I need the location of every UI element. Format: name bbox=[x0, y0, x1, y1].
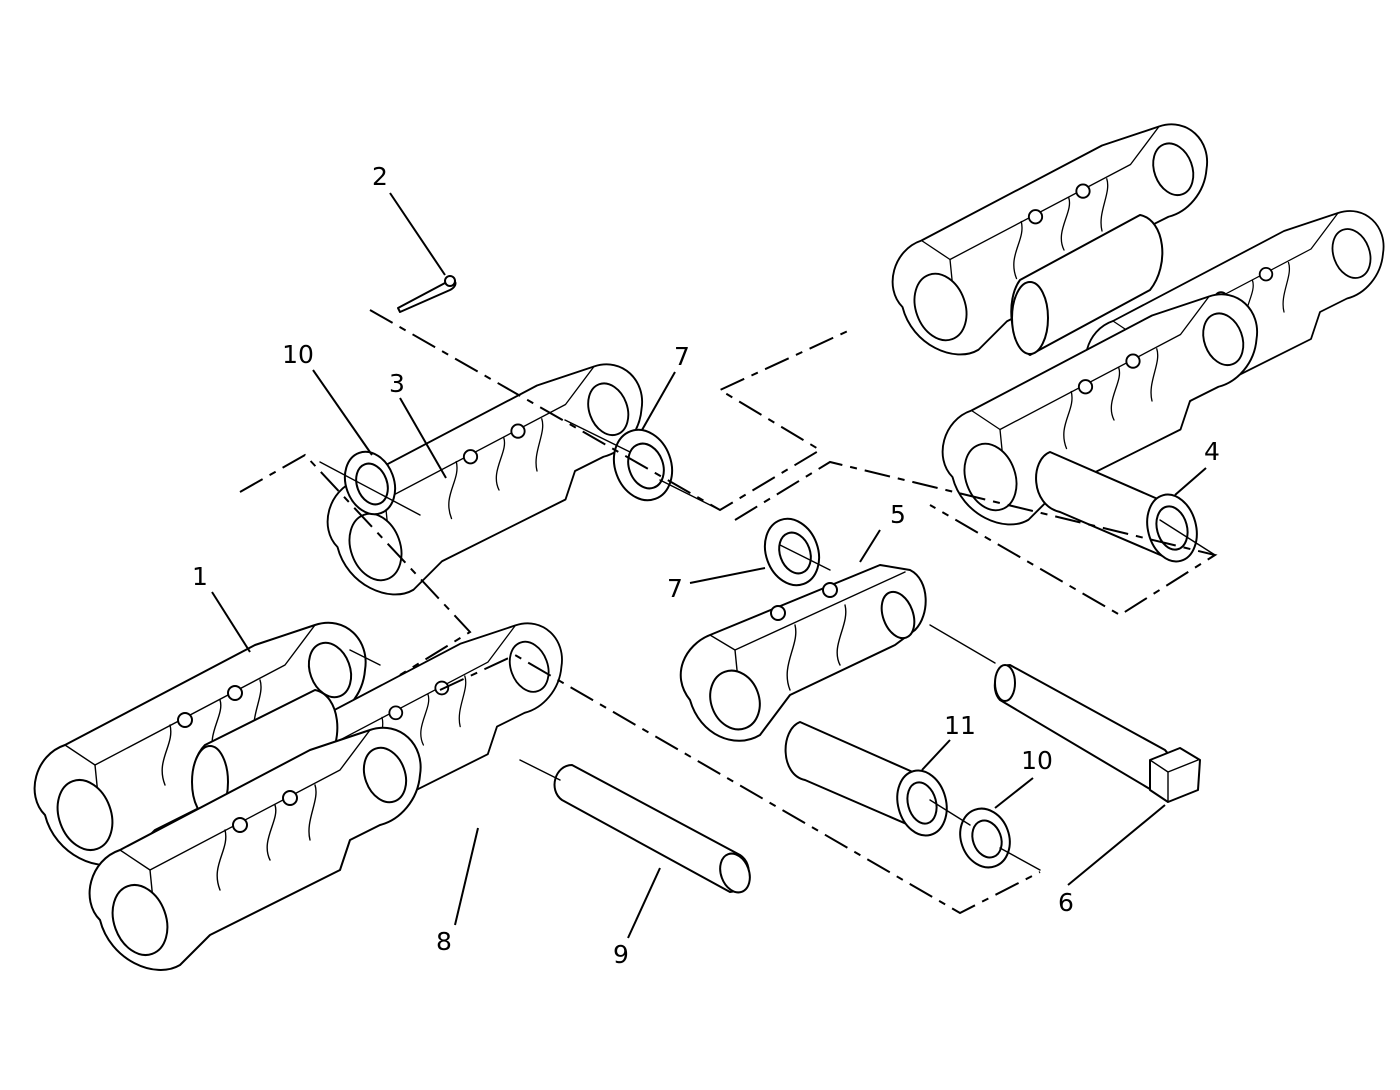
seal-7-lower bbox=[763, 517, 821, 587]
callout-7-upper: 7 bbox=[674, 342, 690, 371]
seal-10-lower bbox=[959, 807, 1011, 869]
callout-4: 4 bbox=[1204, 437, 1220, 466]
callout-11: 11 bbox=[944, 711, 976, 740]
assembled-link-pair-left bbox=[33, 621, 563, 971]
callout-1: 1 bbox=[192, 562, 208, 591]
leader-lines bbox=[211, 192, 1207, 939]
callout-2: 2 bbox=[372, 162, 388, 191]
callout-3: 3 bbox=[389, 369, 405, 398]
assembly-centerlines bbox=[239, 309, 1218, 915]
bushing-4 bbox=[1035, 451, 1198, 563]
callout-5: 5 bbox=[890, 500, 906, 529]
callout-6: 6 bbox=[1058, 888, 1074, 917]
master-link-5 bbox=[679, 564, 927, 742]
callout-7-lower: 7 bbox=[667, 574, 683, 603]
callout-labels: 1 2 3 4 5 6 7 7 8 9 10 10 11 bbox=[192, 162, 1220, 969]
bushing-11 bbox=[784, 721, 948, 837]
callout-10-upper: 10 bbox=[282, 340, 314, 369]
assembled-link-pair-right bbox=[891, 123, 1385, 563]
pin-6 bbox=[993, 664, 1201, 803]
cotter-pin-2 bbox=[397, 275, 457, 313]
callout-10-lower: 10 bbox=[1021, 746, 1053, 775]
callout-8: 8 bbox=[436, 927, 452, 956]
pin-9 bbox=[553, 764, 751, 894]
callout-9: 9 bbox=[613, 940, 629, 969]
seal-10-upper bbox=[343, 450, 397, 516]
